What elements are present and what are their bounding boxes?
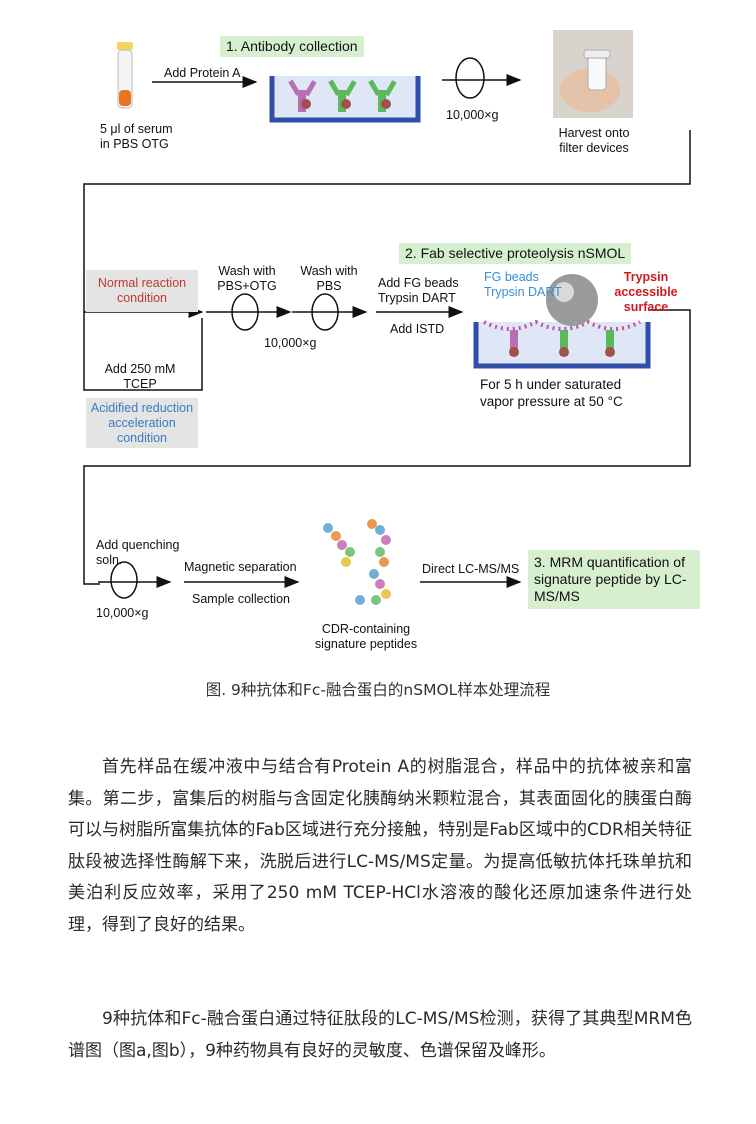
sample-collection-label: Sample collection	[192, 592, 290, 607]
speed-label-3: 10,000×g	[96, 606, 148, 621]
figure-caption: 图. 9种抗体和Fc-融合蛋白的nSMOL样本处理流程	[0, 678, 756, 700]
peptide-cluster-icon	[323, 519, 391, 605]
add-istd-label: Add ISTD	[390, 322, 444, 337]
add-protein-a-label: Add Protein A	[164, 66, 240, 81]
speed-label-2: 10,000×g	[264, 336, 316, 351]
filter-device-photo	[553, 30, 633, 118]
centrifuge-icon	[206, 294, 290, 330]
centrifuge-icon	[442, 58, 520, 98]
step-1-label: 1. Antibody collection	[220, 36, 364, 57]
magnetic-separation-label: Magnetic separation	[184, 560, 297, 575]
serum-tube-icon	[117, 42, 133, 108]
step-2-label: 2. Fab selective proteolysis nSMOL	[399, 243, 631, 264]
direct-lcms-label: Direct LC-MS/MS	[422, 562, 519, 577]
centrifuge-icon	[292, 294, 366, 330]
body-paragraph-1: 首先样品在缓冲液中与结合有Protein A的树脂混合，样品中的抗体被亲和富集。…	[68, 752, 692, 941]
step-3-label: 3. MRM quantification of signature pepti…	[528, 550, 700, 609]
speed-label: 10,000×g	[446, 108, 498, 123]
workflow-figure: 1. Antibody collection 2. Fab selective …	[0, 0, 756, 660]
body-paragraph-2: 9种抗体和Fc-融合蛋白通过特征肽段的LC-MS/MS检测，获得了其典型MRM色…	[68, 1004, 692, 1067]
antibody-tray-icon	[272, 76, 418, 120]
